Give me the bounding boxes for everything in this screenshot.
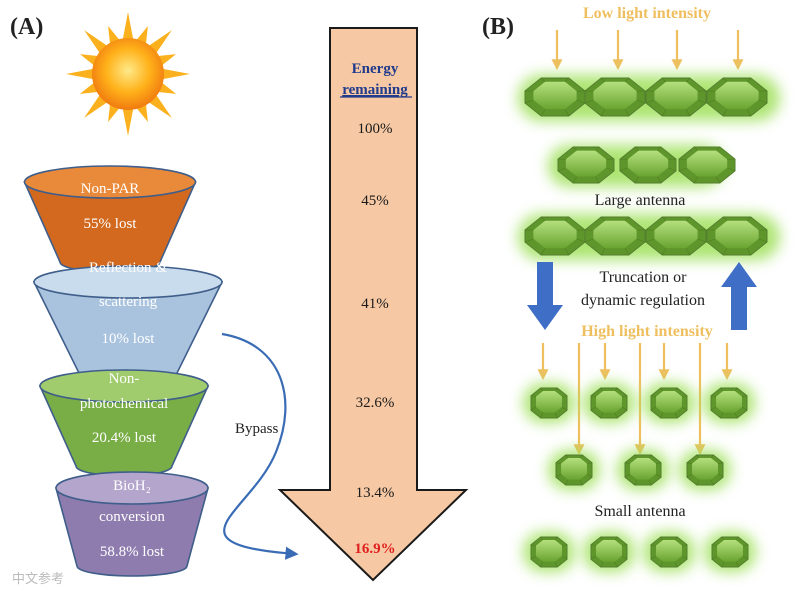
small-antenna-octagon-r3-4 (711, 536, 749, 568)
small-antenna-octagon-r3-1 (530, 536, 568, 568)
large-antenna-octagon-r1-4 (706, 77, 768, 117)
energy-remaining-arrow (277, 27, 469, 582)
funnel-layer-1-text-2: 55% lost (84, 216, 138, 232)
sun-icon (66, 12, 190, 136)
large-antenna-octagon-r2-3 (678, 146, 736, 184)
low-light-arrows (551, 30, 744, 71)
small-antenna-octagon-r3-2 (590, 536, 628, 568)
large-antenna-octagon-r1-1 (524, 77, 586, 117)
large-antenna-octagon-r3-3 (645, 216, 707, 256)
funnel-layer-2-text-3: 10% lost (102, 331, 156, 347)
funnel-layer-2: Reflection & scattering 10% lost (32, 260, 224, 384)
large-antenna-array (518, 75, 780, 260)
funnel-layer-3-text-2: photochemical (80, 396, 168, 412)
regulation-up-arrow (721, 262, 757, 330)
high-light-intensity-label: High light intensity (581, 323, 713, 340)
regulation-label-line-1: Truncation or (600, 269, 688, 286)
small-antenna-octagon-r2-1 (555, 454, 593, 486)
funnel-layer-2-text-1: Reflection & (89, 260, 167, 276)
truncation-down-arrow (527, 262, 563, 330)
panel-b-label: (B) (482, 14, 514, 40)
high-light-arrows (537, 343, 733, 456)
small-antenna-octagon-r2-2 (624, 454, 662, 486)
large-antenna-label: Large antenna (595, 192, 686, 209)
energy-remaining-header-line-1: Energy (352, 61, 399, 77)
energy-remaining-value-2: 45% (361, 193, 389, 209)
funnel-layer-3-text-1: Non- (109, 371, 140, 387)
funnel-layer-4-text-3: 58.8% lost (100, 544, 165, 560)
panel-a-label: (A) (10, 14, 43, 40)
small-antenna-octagon-r1-3 (650, 387, 688, 419)
energy-remaining-value-3: 41% (361, 296, 389, 312)
large-antenna-octagon-r1-3 (645, 77, 707, 117)
low-light-intensity-label: Low light intensity (583, 5, 711, 22)
energy-remaining-value-5: 13.4% (356, 485, 395, 501)
large-antenna-octagon-r1-2 (584, 77, 646, 117)
large-antenna-octagon-r2-1 (557, 146, 615, 184)
small-antenna-octagon-r1-4 (710, 387, 748, 419)
funnel-layer-2-text-2: scattering (99, 294, 158, 310)
small-antenna-octagon-r2-3 (686, 454, 724, 486)
small-antenna-array (523, 383, 756, 572)
energy-remaining-header-line-2: remaining (342, 82, 408, 98)
energy-remaining-values: 100% 45% 41% 32.6% 13.4% 16.9% (354, 121, 395, 557)
large-antenna-octagon-r3-1 (524, 216, 586, 256)
small-antenna-label: Small antenna (594, 503, 685, 520)
funnel-layer-1-text-1: Non-PAR (81, 181, 140, 197)
small-antenna-octagon-r1-2 (590, 387, 628, 419)
funnel-layer-4: BioH₂ conversion 58.8% lost (54, 471, 210, 577)
energy-remaining-value-4: 32.6% (356, 395, 395, 411)
energy-remaining-value-6: 16.9% (354, 541, 395, 557)
funnel-layer-3-text-3: 20.4% lost (92, 430, 157, 446)
bypass-curve (221, 332, 299, 560)
bypass-label: Bypass (235, 421, 279, 437)
funnel-layer-4-text-1: BioH₂ (113, 478, 151, 494)
funnel-layer-3: Non-photochemical 20.4% lost (38, 369, 210, 477)
large-antenna-octagon-r2-2 (619, 146, 677, 184)
regulation-label-line-2: dynamic regulation (581, 292, 705, 309)
large-antenna-octagon-r3-4 (706, 216, 768, 256)
funnel-layer-1: Non-PAR 55% lost (23, 165, 197, 273)
energy-remaining-value-1: 100% (358, 121, 393, 137)
panel-b: (B) Low light intensity Large antenna Tr… (482, 5, 780, 572)
watermark: 中文参考 (12, 571, 64, 586)
small-antenna-octagon-r1-1 (530, 387, 568, 419)
small-antenna-octagon-r3-3 (650, 536, 688, 568)
large-antenna-octagon-r3-2 (584, 216, 646, 256)
funnel-layer-4-text-2: conversion (99, 509, 165, 525)
